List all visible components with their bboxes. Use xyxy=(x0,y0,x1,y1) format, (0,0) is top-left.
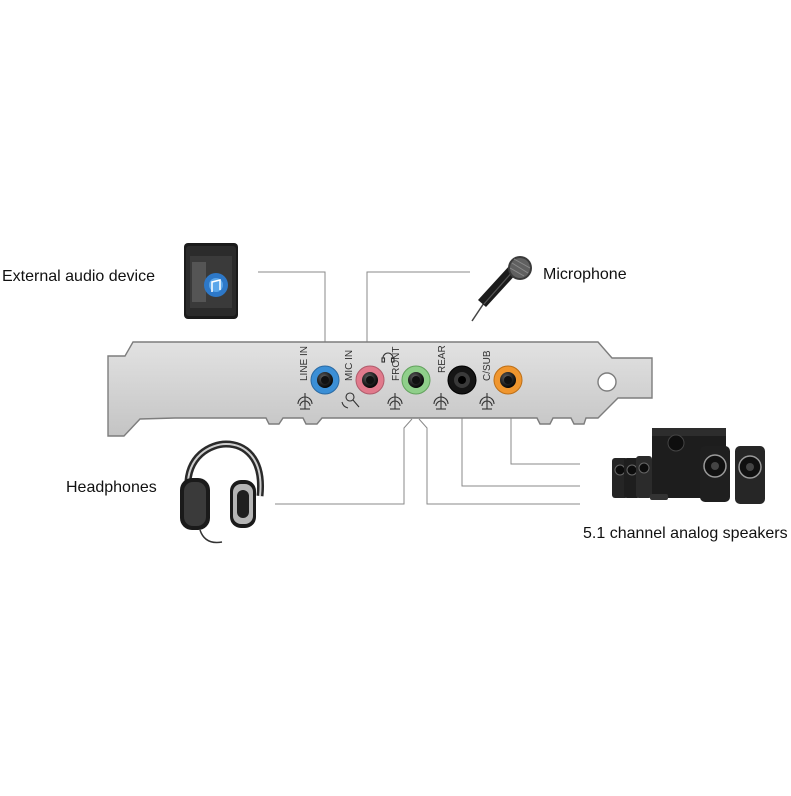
port-icons xyxy=(297,352,495,410)
csub-label: C/SUB xyxy=(482,350,493,381)
audio-ports xyxy=(310,365,523,395)
speakers-image-icon xyxy=(612,428,765,504)
rear-speaker-connector xyxy=(461,402,580,487)
mic-in-connector xyxy=(366,271,470,352)
front-speaker-connector xyxy=(418,418,580,505)
line-in-port xyxy=(310,365,340,395)
microphone-image-icon xyxy=(471,256,532,322)
mic-in-port xyxy=(355,365,385,395)
front-port xyxy=(401,365,431,395)
headphones-label: Headphones xyxy=(66,479,157,496)
media-player-icon xyxy=(184,243,238,319)
external-audio-device-label: External audio device xyxy=(2,268,155,285)
mic-in-label: MIC IN xyxy=(344,350,355,381)
headphones-image-icon xyxy=(180,440,265,544)
front-label: FRONT xyxy=(391,347,402,381)
line-in-connector xyxy=(258,271,326,352)
line-in-label: LINE IN xyxy=(299,346,310,381)
csub-port xyxy=(493,365,523,395)
rear-label: REAR xyxy=(437,345,448,373)
speakers-label: 5.1 channel analog speakers xyxy=(583,525,788,542)
csub-audio-icon xyxy=(479,393,495,410)
microphone-label: Microphone xyxy=(543,266,627,283)
mounting-hole xyxy=(597,372,617,392)
csub-speaker-connector xyxy=(510,402,580,465)
line-in-audio-icon xyxy=(297,393,313,410)
rear-port xyxy=(447,365,477,395)
front-audio-icon xyxy=(387,393,403,410)
headphones-connector xyxy=(275,418,413,505)
rear-audio-icon xyxy=(433,393,449,410)
headphone-small-icon xyxy=(381,352,395,363)
mic-icon xyxy=(341,392,360,409)
